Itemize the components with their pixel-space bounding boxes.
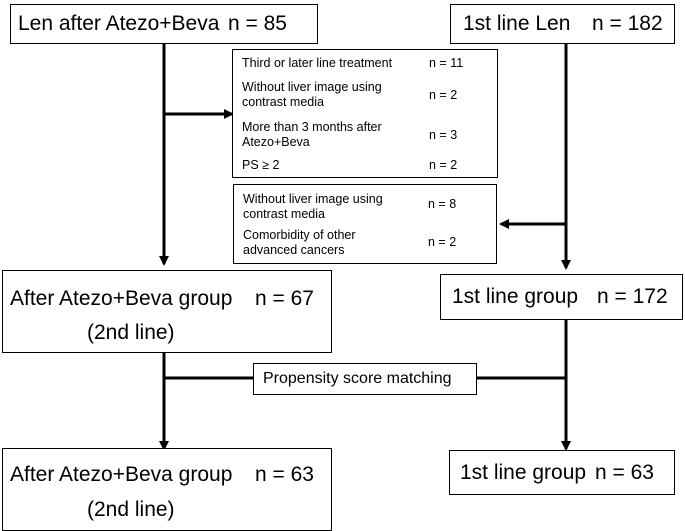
after-atezo-group-n: n = 63: [255, 463, 314, 486]
exclusion-item-label: Third or later line treatment: [242, 56, 393, 70]
first-line-group-box-1: 1st line group n = 172: [440, 274, 683, 320]
len-after-atezo-n: n = 85: [228, 12, 287, 35]
exclusion-item-label: Without liver image using: [242, 80, 382, 94]
first-line-group-label: 1st line group: [460, 461, 587, 484]
exclusion-item-label: PS ≥ 2: [242, 158, 280, 172]
propensity-score-box: Propensity score matching: [253, 363, 477, 395]
first-line-len-box: 1st line Len n = 182: [450, 4, 675, 44]
len-after-atezo-label: Len after Atezo+Beva: [18, 12, 220, 35]
after-atezo-group-label: After Atezo+Beva group: [10, 463, 233, 486]
first-line-group-label: 1st line group: [452, 285, 579, 308]
exclusion-item-label: Without liver image using: [243, 192, 383, 206]
exclusion-box-right: Without liver image using contrast media…: [233, 184, 497, 264]
exclusion-item-n: n = 2: [429, 88, 458, 102]
after-atezo-group-box-2: After Atezo+Beva group n = 63 (2nd line): [2, 448, 332, 531]
first-line-group-n: n = 63: [595, 461, 654, 484]
first-line-group-box-2: 1st line group n = 63: [449, 450, 675, 495]
first-line-len-label: 1st line Len: [463, 12, 571, 35]
after-atezo-group-box-1: After Atezo+Beva group n = 67 (2nd line): [2, 270, 332, 353]
exclusion-item-n: n = 8: [428, 197, 457, 211]
after-atezo-group-label: After Atezo+Beva group: [10, 287, 233, 310]
exclusion-item-n: n = 2: [428, 235, 457, 249]
len-after-atezo-box: Len after Atezo+Beva n = 85: [10, 4, 318, 44]
exclusion-item-n: n = 11: [429, 56, 464, 70]
first-line-len-n: n = 182: [592, 12, 663, 35]
exclusion-item-label: contrast media: [243, 207, 325, 221]
after-atezo-group-sub: (2nd line): [87, 498, 175, 521]
exclusion-box-left: Third or later line treatment n = 11 Wit…: [232, 49, 498, 178]
exclusion-item-n: n = 3: [429, 128, 458, 142]
exclusion-item-label: Atezo+Beva: [242, 135, 310, 149]
after-atezo-group-sub: (2nd line): [87, 321, 175, 344]
exclusion-item-label: contrast media: [242, 95, 324, 109]
first-line-group-n: n = 172: [597, 285, 668, 308]
after-atezo-group-n: n = 67: [255, 287, 314, 310]
exclusion-item-label: advanced cancers: [243, 243, 345, 257]
exclusion-item-label: More than 3 months after: [242, 120, 382, 134]
exclusion-item-n: n = 2: [429, 158, 458, 172]
propensity-score-label: Propensity score matching: [263, 370, 452, 387]
exclusion-item-label: Comorbidity of other: [243, 228, 356, 242]
